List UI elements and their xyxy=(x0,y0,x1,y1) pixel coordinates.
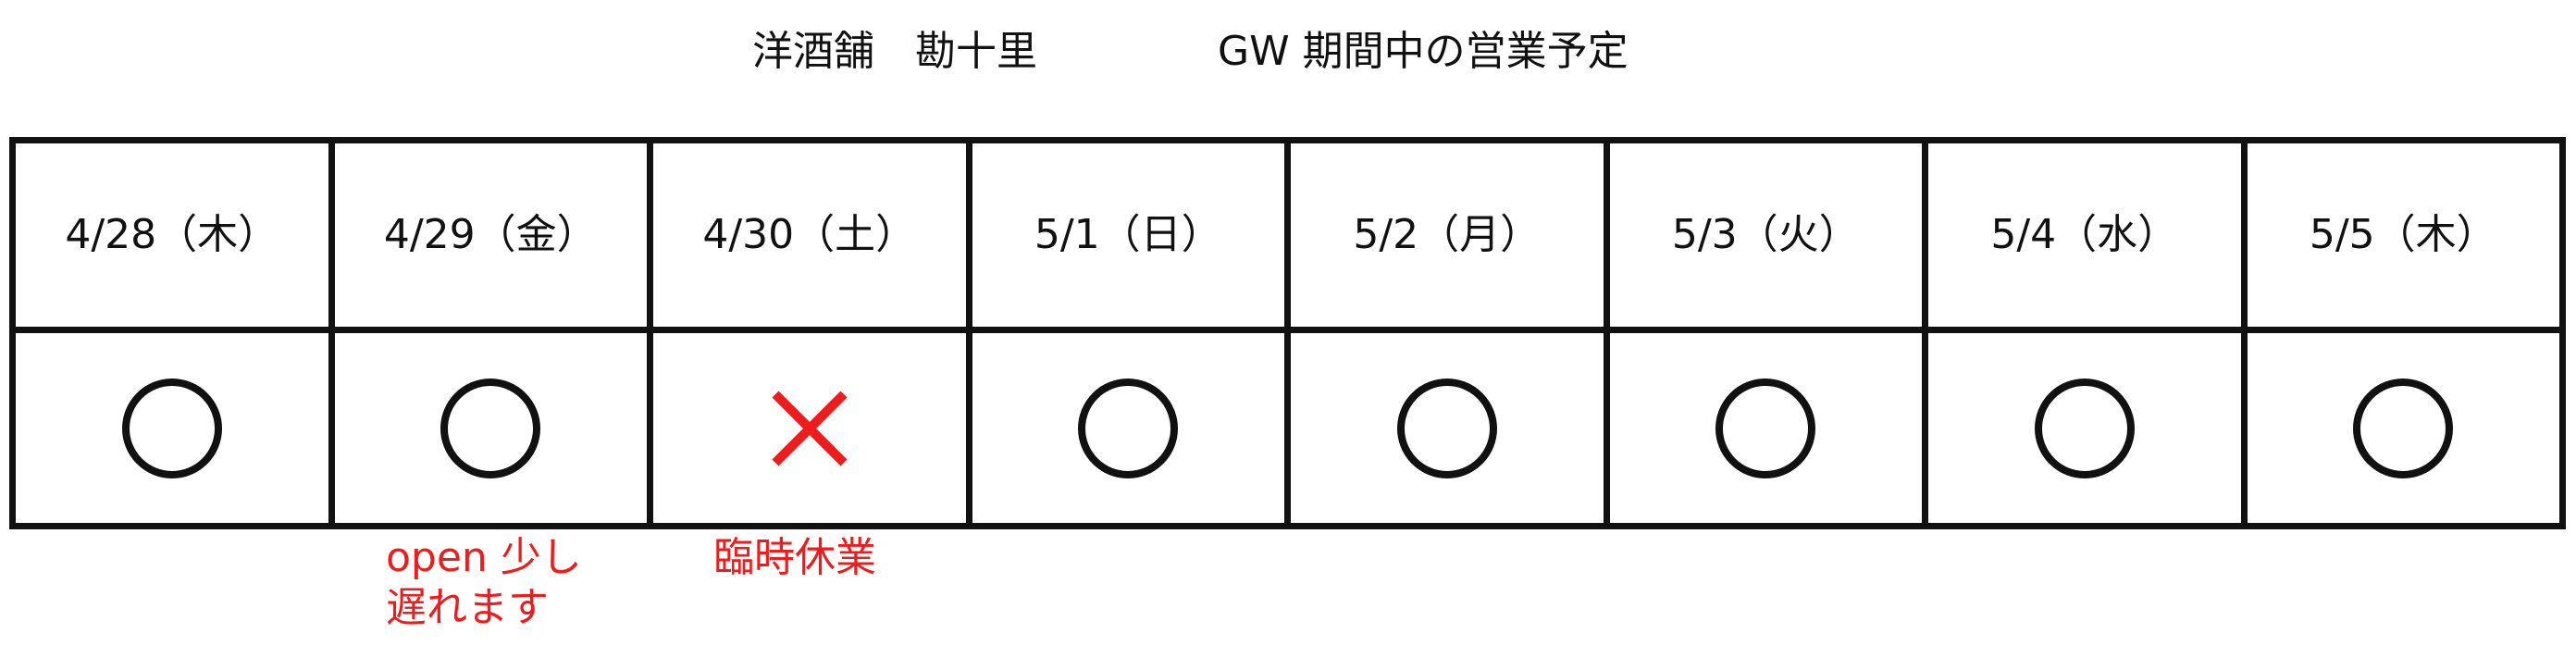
cross-icon xyxy=(772,390,848,466)
date-cell-may-5: 5/5（木） xyxy=(2240,137,2566,333)
date-row: 4/28（木） 4/29（金） 4/30（土） 5/1（日） 5/2（月） 5/… xyxy=(9,137,2566,333)
schedule-title: 洋酒舗 勘十里 GW 期間中の営業予定 xyxy=(0,20,2576,85)
circle-icon xyxy=(2353,378,2454,478)
date-cell-apr-29: 4/29（金） xyxy=(328,137,653,333)
circle-icon xyxy=(121,378,222,478)
date-cell-may-4: 5/4（水） xyxy=(1922,137,2248,333)
date-cell-may-2: 5/2（月） xyxy=(1284,137,1610,333)
date-cell-apr-28: 4/28（木） xyxy=(9,137,335,333)
late-opening-note-line-1: open 少し xyxy=(386,534,582,581)
late-opening-note-line-2: 遅れます xyxy=(386,584,549,631)
shop-name: 洋酒舗 勘十里 xyxy=(752,28,1037,75)
temporary-closure-note: 臨時休業 xyxy=(713,534,876,581)
circle-icon xyxy=(1715,378,1816,478)
status-cell-may-1 xyxy=(965,327,1291,529)
status-cell-may-5 xyxy=(2240,327,2566,529)
schedule-period-title: GW 期間中の営業予定 xyxy=(1218,28,1629,75)
status-cell-may-3 xyxy=(1603,327,1928,529)
circle-icon xyxy=(1396,378,1497,478)
status-cell-apr-29 xyxy=(328,327,653,529)
date-cell-apr-30: 4/30（土） xyxy=(647,137,972,333)
gw-business-schedule-table: 4/28（木） 4/29（金） 4/30（土） 5/1（日） 5/2（月） 5/… xyxy=(9,137,2566,529)
status-row xyxy=(9,327,2566,529)
date-cell-may-1: 5/1（日） xyxy=(965,137,1291,333)
circle-icon xyxy=(440,378,541,478)
circle-icon xyxy=(2034,378,2135,478)
date-cell-may-3: 5/3（火） xyxy=(1603,137,1928,333)
status-cell-may-2 xyxy=(1284,327,1610,529)
status-cell-may-4 xyxy=(1922,327,2248,529)
status-cell-apr-28 xyxy=(9,327,335,529)
status-cell-apr-30 xyxy=(647,327,972,529)
circle-icon xyxy=(1078,378,1179,478)
late-opening-note: open 少し 遅れます xyxy=(386,533,582,633)
